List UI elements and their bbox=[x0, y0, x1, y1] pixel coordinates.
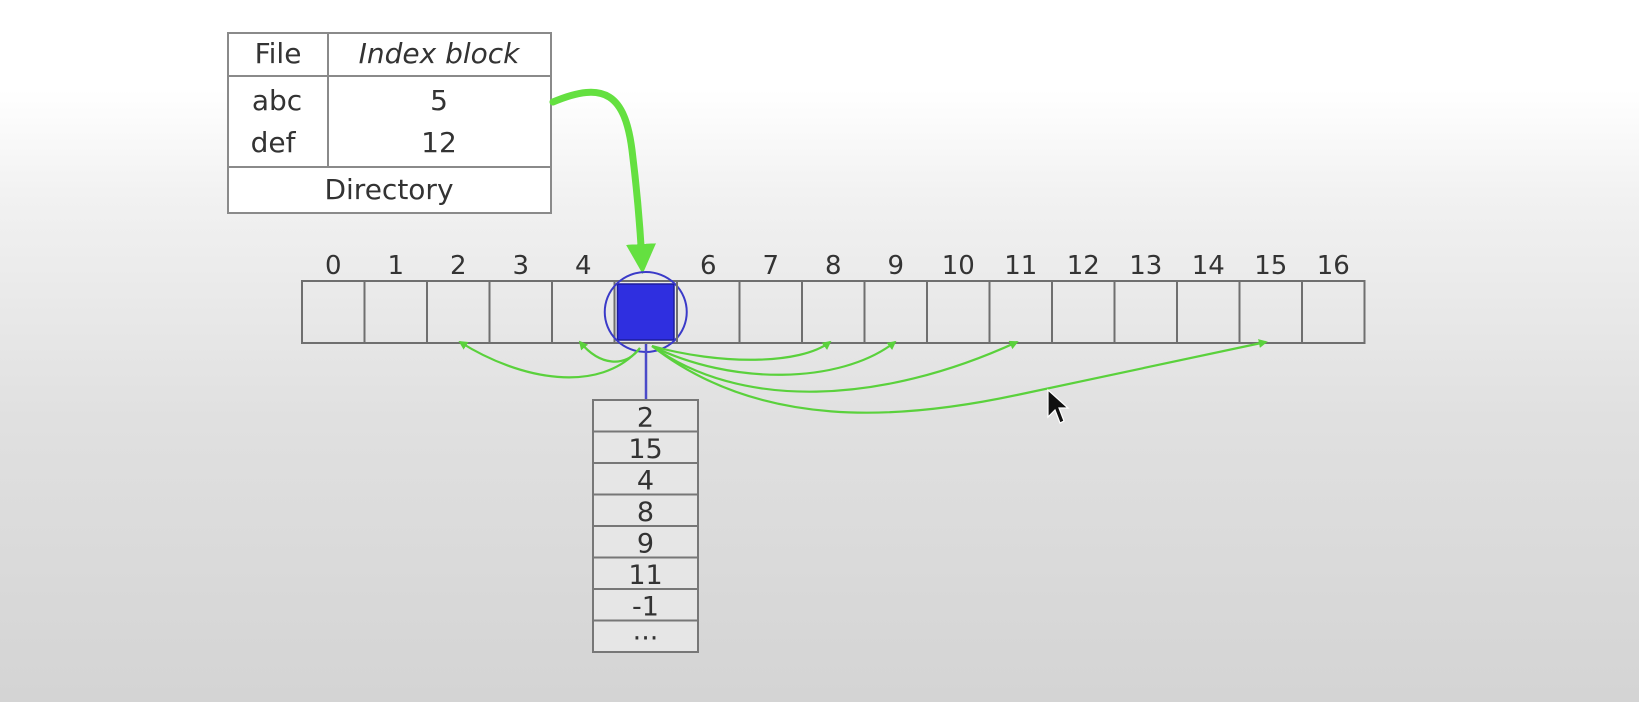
directory-row-file: abc bbox=[252, 84, 302, 117]
directory-row-index-block: 12 bbox=[421, 126, 457, 159]
index-entry-cell bbox=[592, 430, 699, 464]
disk-block-number: 6 bbox=[700, 251, 717, 281]
index-entry-value: ··· bbox=[633, 623, 659, 654]
block-pointers bbox=[458, 339, 1268, 414]
disk-block bbox=[1051, 280, 1116, 344]
index-entry-value: 8 bbox=[637, 497, 654, 528]
pointer-to-block-9 bbox=[651, 340, 897, 376]
disk-block bbox=[1113, 280, 1178, 344]
disk-block-number: 11 bbox=[1004, 251, 1037, 281]
disk-block-number: 12 bbox=[1067, 251, 1100, 281]
disk-block bbox=[301, 280, 366, 344]
directory-row-index-block: 5 bbox=[430, 84, 448, 117]
directory-caption: Directory bbox=[324, 173, 453, 206]
index-entry-value: 2 bbox=[637, 403, 654, 434]
disk-block bbox=[1238, 280, 1303, 344]
index-entry-value: 4 bbox=[637, 466, 654, 497]
disk-block-number: 7 bbox=[762, 251, 779, 281]
pointer-to-block-2 bbox=[458, 341, 641, 379]
index-entry-cell bbox=[592, 525, 699, 559]
disk-block-number: 14 bbox=[1192, 251, 1225, 281]
pointer-to-block-15 bbox=[651, 339, 1268, 414]
disk-block bbox=[738, 280, 803, 344]
disk-block bbox=[488, 280, 553, 344]
disk-block bbox=[1176, 280, 1241, 344]
pointer-to-block-11 bbox=[651, 340, 1019, 393]
pointer-to-block-8 bbox=[651, 340, 832, 361]
disk-block-number: 9 bbox=[887, 251, 904, 281]
disk-block-number: 8 bbox=[825, 251, 842, 281]
disk-block-number: 0 bbox=[325, 251, 342, 281]
index-entry-value: 9 bbox=[637, 529, 654, 560]
index-entry-value: 11 bbox=[628, 560, 662, 591]
disk-block-number: 2 bbox=[450, 251, 467, 281]
index-entry-cell bbox=[592, 493, 699, 527]
index-entry-cell bbox=[592, 588, 699, 622]
disk-block bbox=[363, 280, 428, 344]
disk-block bbox=[1301, 280, 1366, 344]
index-entry-cell bbox=[592, 619, 699, 653]
directory-header-index-block: Index block bbox=[359, 37, 522, 70]
disk-block bbox=[801, 280, 866, 344]
disk-block-number: 3 bbox=[512, 251, 529, 281]
disk-block-number: 13 bbox=[1129, 251, 1162, 281]
disk-block bbox=[426, 280, 491, 344]
directory-table: File Index block abc 5 def 12 Directory bbox=[227, 32, 552, 214]
index-block-highlight bbox=[616, 283, 675, 341]
index-entry-value: -1 bbox=[632, 592, 659, 623]
pointer-to-block-4 bbox=[578, 340, 641, 363]
directory-header-file: File bbox=[255, 37, 302, 70]
mouse-cursor-icon bbox=[1047, 388, 1070, 424]
index-entry-cell bbox=[592, 399, 699, 433]
disk-block-number: 1 bbox=[387, 251, 404, 281]
disk-block-number: 16 bbox=[1317, 251, 1350, 281]
disk-block-number: 10 bbox=[942, 251, 975, 281]
index-entry-value: 15 bbox=[628, 434, 662, 465]
directory-pointer-arrow bbox=[549, 88, 657, 274]
disk-block-number: 4 bbox=[575, 251, 592, 281]
directory-row-file: def bbox=[251, 126, 297, 159]
disk-block bbox=[863, 280, 928, 344]
disk-block-number: 15 bbox=[1254, 251, 1287, 281]
index-entry-cell bbox=[592, 462, 699, 496]
disk-block bbox=[988, 280, 1053, 344]
disk-block bbox=[926, 280, 991, 344]
index-entry-cell bbox=[592, 556, 699, 590]
